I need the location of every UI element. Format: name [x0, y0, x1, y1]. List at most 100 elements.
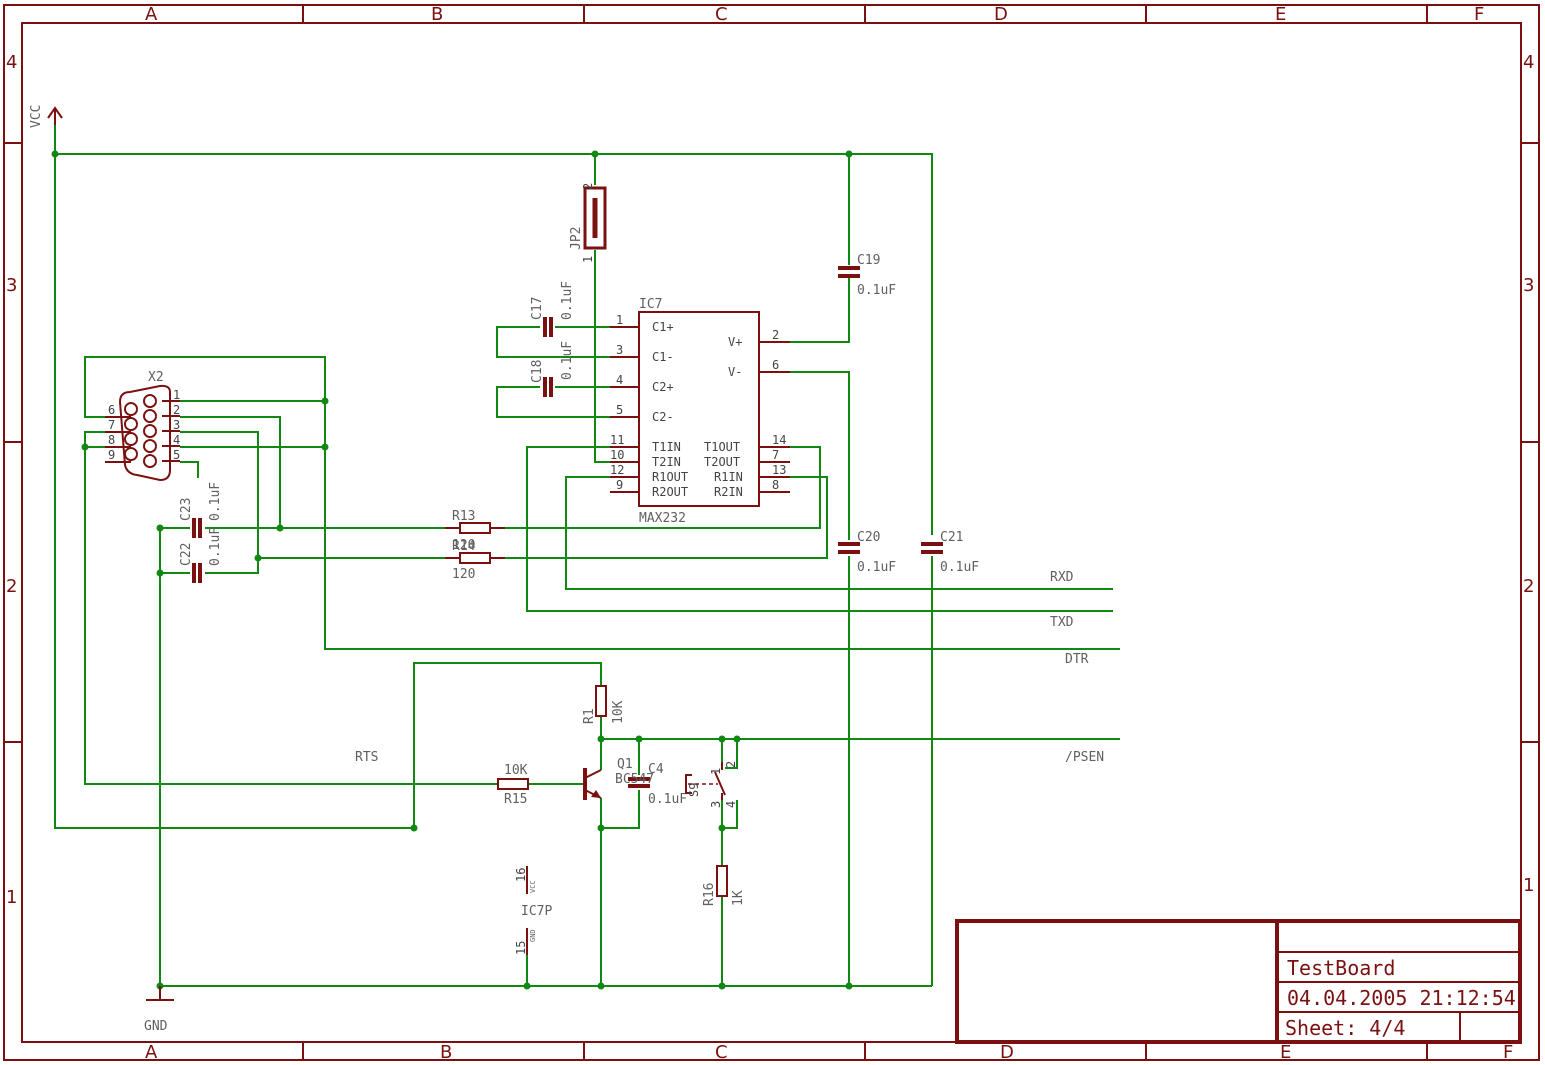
ic7-pin-name: T2IN [652, 455, 681, 469]
ic7-pin-name: R2IN [714, 485, 743, 499]
q1-ref: Q1 [617, 757, 633, 772]
resistor-r14: R14 120 [445, 539, 505, 582]
r13-ref: R13 [452, 509, 475, 524]
frame-row-1-right: 1 [1523, 875, 1534, 896]
ic7p-gnd-pin: 15 [514, 941, 528, 955]
ic7-pin-num: 6 [772, 358, 779, 372]
resistor-r15: 10K R15 [497, 763, 529, 807]
c18-ref: C18 [530, 360, 545, 383]
frame-col-c-bottom: C [715, 1042, 728, 1063]
frame-col-f-top: F [1474, 4, 1484, 25]
ic7-pin-name: T2OUT [704, 455, 740, 469]
title-block-name: TestBoard [1287, 956, 1395, 980]
frame-col-a-bottom: A [145, 1042, 158, 1063]
c22-ref: C22 [179, 543, 194, 566]
capacitor-c18: C18 0.1uF [530, 341, 575, 397]
s9-pin: 1 [709, 768, 723, 775]
x2-pin: 6 [108, 403, 115, 417]
frame-col-b-top: B [431, 4, 443, 25]
r15-ref: R15 [504, 792, 527, 807]
x2-pin: 2 [173, 403, 180, 417]
net-label-txd: TXD [1050, 615, 1074, 630]
capacitor-c20: C20 0.1uF [838, 530, 896, 575]
c21-ref: C21 [940, 530, 963, 545]
ic7-pin-name: C1+ [652, 320, 674, 334]
jp2-jumper: JP2 1 2 [569, 183, 607, 263]
frame-row-1-left: 1 [6, 887, 17, 908]
junction-dots [51, 150, 853, 990]
c20-value: 0.1uF [857, 560, 896, 575]
transistor-q1: Q1 BC547 [583, 757, 654, 800]
capacitor-c21: C21 0.1uF [921, 530, 979, 575]
c19-value: 0.1uF [857, 283, 896, 298]
jp2-pin2: 2 [581, 183, 595, 190]
resistor-r16: R16 1K [702, 865, 746, 906]
net-label-rts: RTS [355, 750, 378, 765]
r14-ref: R14 [452, 539, 476, 554]
frame-row-2-right: 2 [1523, 576, 1534, 597]
net-label-rxd: RXD [1050, 570, 1074, 585]
frame-row-3-right: 3 [1523, 275, 1534, 296]
frame-col-e-bottom: E [1280, 1042, 1291, 1063]
ic7-pin-name: R1IN [714, 470, 743, 484]
frame-col-c-top: C [715, 4, 728, 25]
r16-ref: R16 [702, 883, 717, 906]
ic7-pin-num: 7 [772, 448, 779, 462]
frame-col-f-bottom: F [1503, 1042, 1513, 1063]
ic7p-vcc-pin: 16 [514, 868, 528, 882]
ic7-pin-num: 3 [616, 343, 623, 357]
frame-row-2-left: 2 [6, 576, 17, 597]
ic7-pin-num: 14 [772, 433, 786, 447]
x2-pin: 1 [173, 388, 180, 402]
c4-value: 0.1uF [648, 792, 687, 807]
ic7-pin-num: 5 [616, 403, 623, 417]
title-block: TestBoard 04.04.2005 21:12:54 Sheet: 4/4 [955, 919, 1522, 1044]
switch-s9: S9 1 2 3 4 [685, 761, 738, 808]
vcc-label: VCC [29, 105, 44, 128]
ic7-pin-num: 1 [616, 313, 623, 327]
ic7-max232: IC7 MAX232 1 C1+ 3 C1- 4 C2+ 5 C2- 11 T1… [610, 297, 790, 526]
ic7-pin-num: 13 [772, 463, 786, 477]
r13-value: 120 [452, 538, 475, 553]
ic7-pin-name: C1- [652, 350, 674, 364]
c21-value: 0.1uF [940, 560, 979, 575]
ic7-pin-num: 9 [616, 478, 623, 492]
c17-value: 0.1uF [560, 281, 575, 320]
ic7-pin-name: V+ [728, 335, 742, 349]
ic7-ref: IC7 [639, 297, 662, 312]
ic7-pin-name: C2- [652, 410, 674, 424]
ic7-value: MAX232 [639, 511, 686, 526]
x2-pin: 9 [108, 448, 115, 462]
frame-col-d-top: D [994, 4, 1008, 25]
r1-ref: R1 [582, 708, 597, 724]
ic7-pin-num: 2 [772, 328, 779, 342]
c19-ref: C19 [857, 253, 880, 268]
capacitor-c23: C23 0.1uF [179, 482, 223, 538]
ic7-pin-num: 11 [610, 433, 624, 447]
x2-pin: 8 [108, 433, 115, 447]
c17-ref: C17 [530, 297, 545, 320]
net-label-psen: /PSEN [1065, 750, 1104, 765]
net-label-dtr: DTR [1065, 652, 1089, 667]
x2-pin: 4 [173, 433, 180, 447]
ic7-pin-name: V- [728, 365, 742, 379]
capacitor-c4: C4 0.1uF [628, 762, 687, 807]
c4-ref: C4 [648, 762, 664, 777]
r1-value: 10K [611, 700, 626, 724]
r14-value: 120 [452, 567, 475, 582]
capacitor-c17: C17 0.1uF [530, 281, 575, 337]
frame-row-3-left: 3 [6, 275, 17, 296]
ic7-pin-name: T1IN [652, 440, 681, 454]
ic7p-power: IC7P 16 VCC 15 GND [514, 866, 552, 955]
capacitor-c19: C19 0.1uF [838, 253, 896, 298]
r16-value: 1K [731, 890, 746, 906]
gnd-label: GND [144, 1019, 168, 1034]
capacitor-c22: C22 0.1uF [179, 527, 223, 583]
ic7p-vcc-name: VCC [529, 880, 537, 893]
frame-col-b-bottom: B [440, 1042, 452, 1063]
r15-value: 10K [504, 763, 528, 778]
c20-ref: C20 [857, 530, 880, 545]
x2-db9-connector: X2 1 2 3 4 5 6 7 8 9 [105, 370, 180, 482]
net-wires [54, 120, 1120, 987]
s9-ref: S9 [687, 783, 701, 797]
